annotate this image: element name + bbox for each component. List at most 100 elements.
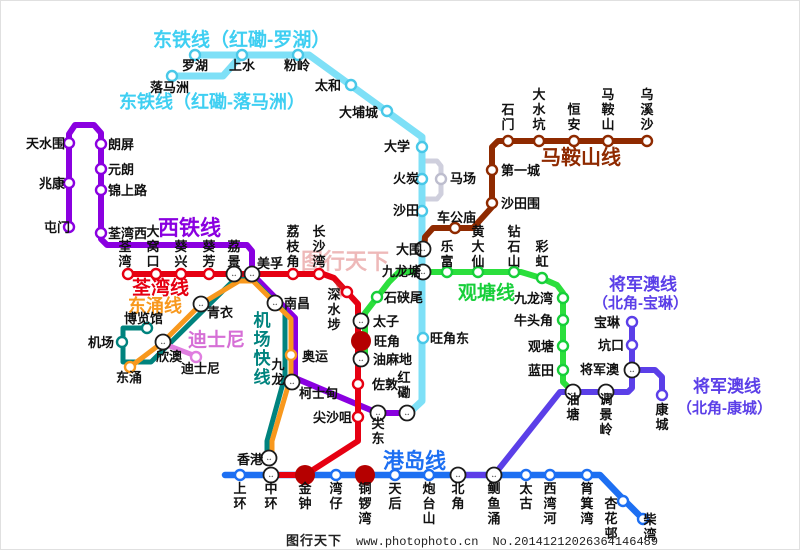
line-island xyxy=(221,471,647,523)
station-heng-fa-chuen xyxy=(616,494,630,508)
station-kwai-fong xyxy=(202,267,216,281)
station-kam-sheung-road xyxy=(94,183,108,197)
interchange-icon: ↔ xyxy=(404,411,411,418)
label-airport-express-name: 机场快线 xyxy=(254,310,272,387)
station-tai-wo xyxy=(344,78,358,92)
station-hong-kong-station: ↔ xyxy=(260,449,278,467)
station-kowloon-bay xyxy=(556,291,570,305)
station-tung-chung-station xyxy=(123,360,137,374)
line-ma-on-shan xyxy=(421,138,650,254)
line-east-rail-main xyxy=(191,51,426,417)
label-choi-hung: 彩虹 xyxy=(534,239,548,269)
interchange-icon: ↔ xyxy=(420,247,427,254)
label-tung-chung-station: 东涌 xyxy=(116,370,142,385)
label-hong-kong-station: 香港 xyxy=(236,452,264,467)
station-lok-ma-chau xyxy=(165,69,179,83)
label-po-lam: 宝琳 xyxy=(594,315,621,330)
label-wu-kai-sha: 乌溪沙 xyxy=(640,87,654,132)
station-tseung-kwan-o-station: ↔ xyxy=(623,361,641,379)
station-north-point: ↔ xyxy=(449,466,467,484)
station-fo-tan xyxy=(415,172,429,186)
station-tai-wai: ↔ xyxy=(414,240,432,258)
label-lai-king: 荔景 xyxy=(226,239,240,269)
station-sham-shui-po xyxy=(340,285,354,299)
label-admiralty: 金钟 xyxy=(297,481,312,511)
interchange-icon: ↔ xyxy=(249,272,256,279)
interchange-icon: ↔ xyxy=(603,390,610,397)
line-disneyland-resort xyxy=(164,342,196,358)
watermark: 图行天下 xyxy=(301,247,503,298)
station-fanling xyxy=(291,48,305,62)
station-wan-chai xyxy=(329,468,343,482)
label-ma-on-shan-station: 马鞍山 xyxy=(601,87,614,132)
interchange-icon: ↔ xyxy=(358,357,365,364)
label-yuen-long: 元朗 xyxy=(108,162,134,177)
label-tseung-kwan-o-station: 将军澳 xyxy=(580,362,620,377)
station-lok-fu xyxy=(440,265,454,279)
station-jordan xyxy=(351,377,365,391)
station-chai-wan xyxy=(636,512,650,526)
station-olympic xyxy=(284,348,298,362)
label-disneyland-station: 迪士尼 xyxy=(181,361,220,376)
station-lo-wu xyxy=(188,48,202,62)
label-kwai-hing: 葵兴 xyxy=(174,239,188,269)
station-causeway-bay xyxy=(355,465,375,485)
interchange-icon: ↔ xyxy=(491,473,498,480)
label-ngau-tau-kok: 牛头角 xyxy=(514,313,553,328)
label-central: 中环 xyxy=(264,481,277,511)
station-shek-mun xyxy=(501,134,515,148)
line-east-rail-lok-ma-chau-branch xyxy=(168,54,243,80)
label-sha-tin: 沙田 xyxy=(393,203,419,218)
label-kowloon-bay: 九龙湾 xyxy=(513,291,553,306)
label-diamond-hill: 钻石山 xyxy=(506,224,520,269)
label-tiu-keng-leng: 调景岭 xyxy=(599,392,612,437)
interchange-icon: ↔ xyxy=(455,473,462,480)
footer-caption: 图行天下 www.photophoto.cn No.20141212026364… xyxy=(286,530,658,549)
label-sheung-wan: 上环 xyxy=(233,481,246,511)
label-tuen-mun: 屯门 xyxy=(44,220,70,235)
station-wong-tai-sin xyxy=(471,265,485,279)
station-mong-kok-east xyxy=(416,331,430,345)
station-tin-shui-wai xyxy=(62,136,76,150)
station-hung-hom: ↔ xyxy=(398,404,416,422)
label-tsing-yi: 青衣 xyxy=(207,305,233,320)
label-tsuen-wan: 荃湾 xyxy=(118,239,131,269)
station-tai-shui-hang xyxy=(532,134,546,148)
label-kowloon: 九龙 xyxy=(270,357,284,387)
label-nam-cheong: 南昌 xyxy=(284,296,310,311)
station-siu-hong xyxy=(62,176,76,190)
label-mong-kok: 旺角 xyxy=(374,334,400,349)
label-wong-tai-sin: 黄大仙 xyxy=(471,224,484,269)
station-tai-koo xyxy=(519,468,533,482)
station-tsuen-wan-west xyxy=(94,226,108,240)
footer-brand: 图行天下 xyxy=(286,533,343,548)
station-kowloon-tong: ↔ xyxy=(414,263,432,281)
station-tai-po xyxy=(380,104,394,118)
label-tsim-sha-tsui: 尖沙咀 xyxy=(313,410,352,425)
label-fo-tan: 火炭 xyxy=(393,171,419,186)
interchange-icon: ↔ xyxy=(375,411,382,418)
label-austin: 柯士甸 xyxy=(299,386,338,401)
station-tuen-mun xyxy=(62,220,76,234)
label-north-point: 北角 xyxy=(451,481,464,511)
label-west-rail-line: 西铁线 xyxy=(158,216,221,240)
station-sha-tin xyxy=(415,204,429,218)
label-lok-ma-chau: 落马洲 xyxy=(150,80,189,95)
label-tai-shui-hang: 大水坑 xyxy=(532,87,546,132)
station-nam-cheong: ↔ xyxy=(266,294,284,312)
station-sha-tin-wai xyxy=(485,196,499,210)
station-ngau-tau-kok xyxy=(556,313,570,327)
station-sheung-shui xyxy=(235,48,249,62)
label-kwun-tong-line-name: 观塘线 xyxy=(458,281,515,304)
station-fortress-hill xyxy=(422,468,436,482)
label-prince-edward: 太子 xyxy=(372,314,399,329)
station-tiu-keng-leng: ↔ xyxy=(597,383,615,401)
label-tko-line-po-lam-2: （北角-宝琳） xyxy=(593,294,688,312)
label-tai-wo-hau: 大窝口 xyxy=(146,224,159,269)
station-choi-hung xyxy=(535,271,549,285)
label-lohas-park: 康城 xyxy=(655,402,669,432)
interchange-icon: ↔ xyxy=(570,390,577,397)
label-causeway-bay: 铜锣湾 xyxy=(357,481,371,526)
label-mong-kok-east: 旺角东 xyxy=(430,331,469,346)
station-sai-wan-ho xyxy=(543,468,557,482)
